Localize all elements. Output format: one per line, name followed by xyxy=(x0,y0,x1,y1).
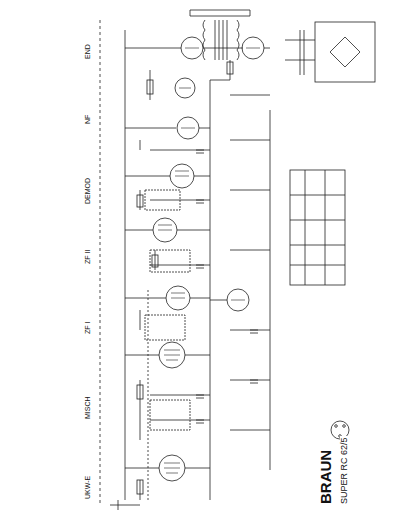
section-label: END xyxy=(84,43,92,60)
wiring xyxy=(125,40,315,500)
if-transformers xyxy=(145,190,190,430)
supply-bus xyxy=(270,110,271,470)
model-name: SUPER RC 62/5 xyxy=(340,436,350,505)
power-supply xyxy=(300,22,375,82)
section-label: DEMOD xyxy=(84,177,92,205)
ground-bus xyxy=(125,30,126,500)
section-rule xyxy=(100,20,101,505)
brand-title: BRAUN xyxy=(318,449,335,505)
anode-bus xyxy=(210,80,230,500)
tube-electrodes xyxy=(158,48,260,473)
output-transformer xyxy=(190,10,250,60)
section-label: ZF II xyxy=(84,249,92,265)
section-label: MISCH xyxy=(84,395,92,420)
switch-table xyxy=(290,170,345,285)
passive-parts xyxy=(137,62,258,494)
shield-line xyxy=(148,290,149,500)
antenna-socket xyxy=(110,421,349,510)
section-label: NF xyxy=(84,114,92,125)
section-label: ZF I xyxy=(84,321,92,335)
section-label: UKW-E xyxy=(84,475,92,500)
tube-symbols xyxy=(153,37,264,481)
